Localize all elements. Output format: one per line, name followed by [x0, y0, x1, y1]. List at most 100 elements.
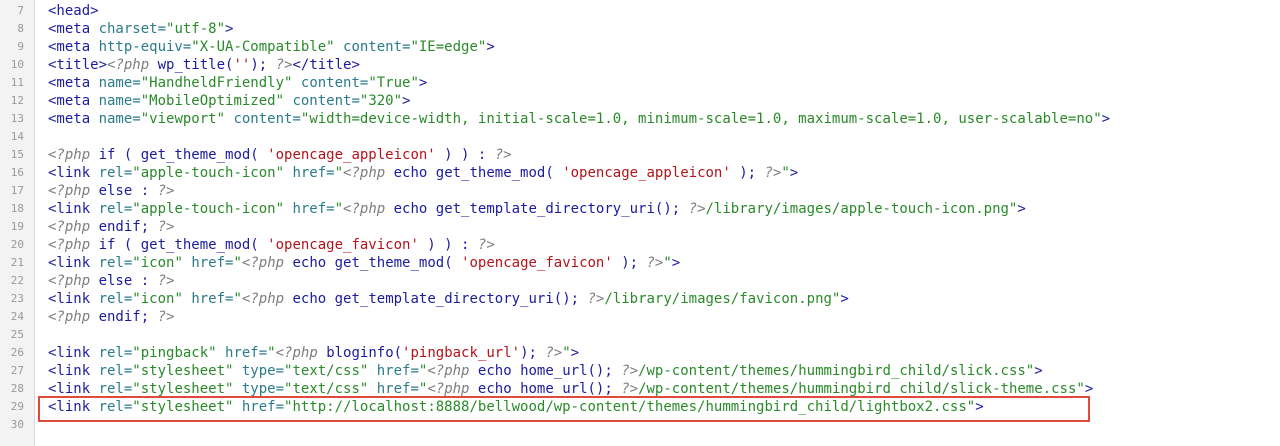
code-line[interactable]: 21<link rel="icon" href="<?php echo get_…: [0, 254, 1240, 272]
code-token: ?>: [477, 237, 495, 253]
code-text: <?php endif; ?>: [48, 308, 174, 326]
code-token: <?php: [48, 219, 99, 235]
code-text: <?php else : ?>: [48, 272, 174, 290]
code-token: href=: [225, 345, 268, 361]
line-number: 19: [10, 220, 24, 233]
code-token: >: [1034, 363, 1043, 379]
line-number: 30: [10, 418, 24, 431]
code-token: </title>: [292, 57, 360, 73]
code-token: );: [250, 57, 276, 73]
code-token: >: [1084, 381, 1094, 397]
code-token: href=: [376, 381, 419, 397]
code-text: <link rel="stylesheet" href="http://loca…: [48, 398, 984, 416]
line-number: 26: [10, 346, 24, 359]
code-token: "X-UA-Compatible": [191, 39, 344, 55]
code-text: <link rel="apple-touch-icon" href="<?php…: [48, 164, 798, 182]
code-line[interactable]: 27<link rel="stylesheet" type="text/css"…: [0, 362, 1240, 380]
code-text: <?php else : ?>: [48, 182, 174, 200]
code-line[interactable]: 20<?php if ( get_theme_mod( 'opencage_fa…: [0, 236, 1240, 254]
code-token: "utf-8": [166, 21, 226, 37]
code-token: charset=: [98, 21, 167, 37]
code-token: <title>: [48, 57, 108, 73]
code-token: bloginfo(: [326, 345, 403, 361]
code-token: <meta: [48, 75, 99, 91]
code-token: >: [225, 21, 234, 37]
code-token: "stylesheet": [132, 381, 242, 397]
code-token: <meta: [48, 39, 99, 55]
code-token: >: [486, 39, 495, 55]
code-token: else :: [98, 273, 158, 289]
code-token: endif;: [98, 219, 158, 235]
code-line[interactable]: 18<link rel="apple-touch-icon" href="<?p…: [0, 200, 1240, 218]
code-token: "320": [359, 93, 403, 109]
code-text: <meta charset="utf-8">: [48, 20, 233, 38]
code-token: ": [663, 255, 672, 271]
code-line[interactable]: 7<head>: [0, 2, 1240, 20]
code-line[interactable]: 26<link rel="pingback" href="<?php blogi…: [0, 344, 1240, 362]
code-token: echo get_template_directory_uri();: [393, 201, 689, 217]
code-token: );: [730, 165, 765, 181]
code-token: >: [840, 291, 849, 307]
code-token: <?php: [48, 309, 99, 325]
code-token: 'opencage_appleicon': [562, 165, 731, 181]
highlight-annotation-box: [38, 396, 1090, 422]
code-line[interactable]: 14: [0, 128, 1240, 146]
code-token: "apple-touch-icon": [132, 201, 293, 217]
code-text: <title><?php wp_title(''); ?></title>: [48, 56, 360, 74]
code-line[interactable]: 8 <meta charset="utf-8">: [0, 20, 1240, 38]
code-token: <link: [48, 201, 99, 217]
code-token: <?php: [275, 345, 327, 361]
code-token: 'pingback_url': [402, 345, 521, 361]
code-line[interactable]: 19 <?php endif; ?>: [0, 218, 1240, 236]
code-line[interactable]: 28<link rel="stylesheet" type="text/css"…: [0, 380, 1240, 398]
code-token: >: [975, 399, 984, 415]
code-line[interactable]: 22 <?php else : ?>: [0, 272, 1240, 290]
code-token: ": [781, 165, 790, 181]
code-line[interactable]: 10 <title><?php wp_title(''); ?></title>: [0, 56, 1240, 74]
code-token: ) ) :: [435, 147, 495, 163]
code-token: href=: [292, 165, 335, 181]
code-token: ?>: [646, 255, 664, 271]
code-line[interactable]: 12<meta name="MobileOptimized" content="…: [0, 92, 1240, 110]
code-line[interactable]: 23<link rel="icon" href="<?php echo get_…: [0, 290, 1240, 308]
line-number: 28: [10, 382, 24, 395]
code-text: <?php endif; ?>: [48, 218, 174, 236]
code-line[interactable]: 9<meta http-equiv="X-UA-Compatible" cont…: [0, 38, 1240, 56]
code-token: ?>: [688, 201, 706, 217]
code-token: href=: [241, 399, 285, 415]
line-number: 14: [10, 130, 24, 143]
code-line[interactable]: 30: [0, 416, 1240, 434]
code-token: <link: [48, 399, 99, 415]
line-number: 8: [17, 22, 24, 35]
code-token: ?>: [494, 147, 512, 163]
code-token: "text/css": [284, 363, 377, 379]
code-line[interactable]: 11<meta name="HandheldFriendly" content=…: [0, 74, 1240, 92]
code-text: <link rel="stylesheet" type="text/css" h…: [48, 362, 1043, 380]
code-token: /wp-content/themes/hummingbird_child/sli…: [638, 381, 1085, 397]
code-line[interactable]: 15<?php if ( get_theme_mod( 'opencage_ap…: [0, 146, 1240, 164]
code-line[interactable]: 25: [0, 326, 1240, 344]
line-number: 29: [10, 400, 24, 413]
code-token: "stylesheet": [132, 399, 242, 415]
line-number: 11: [10, 76, 24, 89]
code-token: "IE=edge": [410, 39, 487, 55]
code-line[interactable]: 13<meta name="viewport" content="width=d…: [0, 110, 1240, 128]
code-text: <?php if ( get_theme_mod( 'opencage_appl…: [48, 146, 512, 164]
code-line[interactable]: 17<?php else : ?>: [0, 182, 1240, 200]
code-token: "width=device-width, initial-scale=1.0, …: [300, 111, 1102, 127]
code-line[interactable]: 29 <link rel="stylesheet" href="http://lo…: [0, 398, 1240, 416]
code-token: <?php: [48, 183, 99, 199]
code-line[interactable]: 16<link rel="apple-touch-icon" href="<?p…: [0, 164, 1240, 182]
code-token: ?>: [157, 309, 175, 325]
code-token: ": [233, 291, 242, 307]
code-token: <?php: [241, 255, 293, 271]
code-line[interactable]: 24<?php endif; ?>: [0, 308, 1240, 326]
code-token: ?>: [275, 57, 293, 73]
line-number: 10: [10, 58, 24, 71]
code-token: rel=: [98, 399, 133, 415]
code-token: <meta: [48, 93, 99, 109]
code-token: rel=: [98, 363, 133, 379]
line-number: 22: [10, 274, 24, 287]
code-token: "MobileOptimized": [140, 93, 293, 109]
